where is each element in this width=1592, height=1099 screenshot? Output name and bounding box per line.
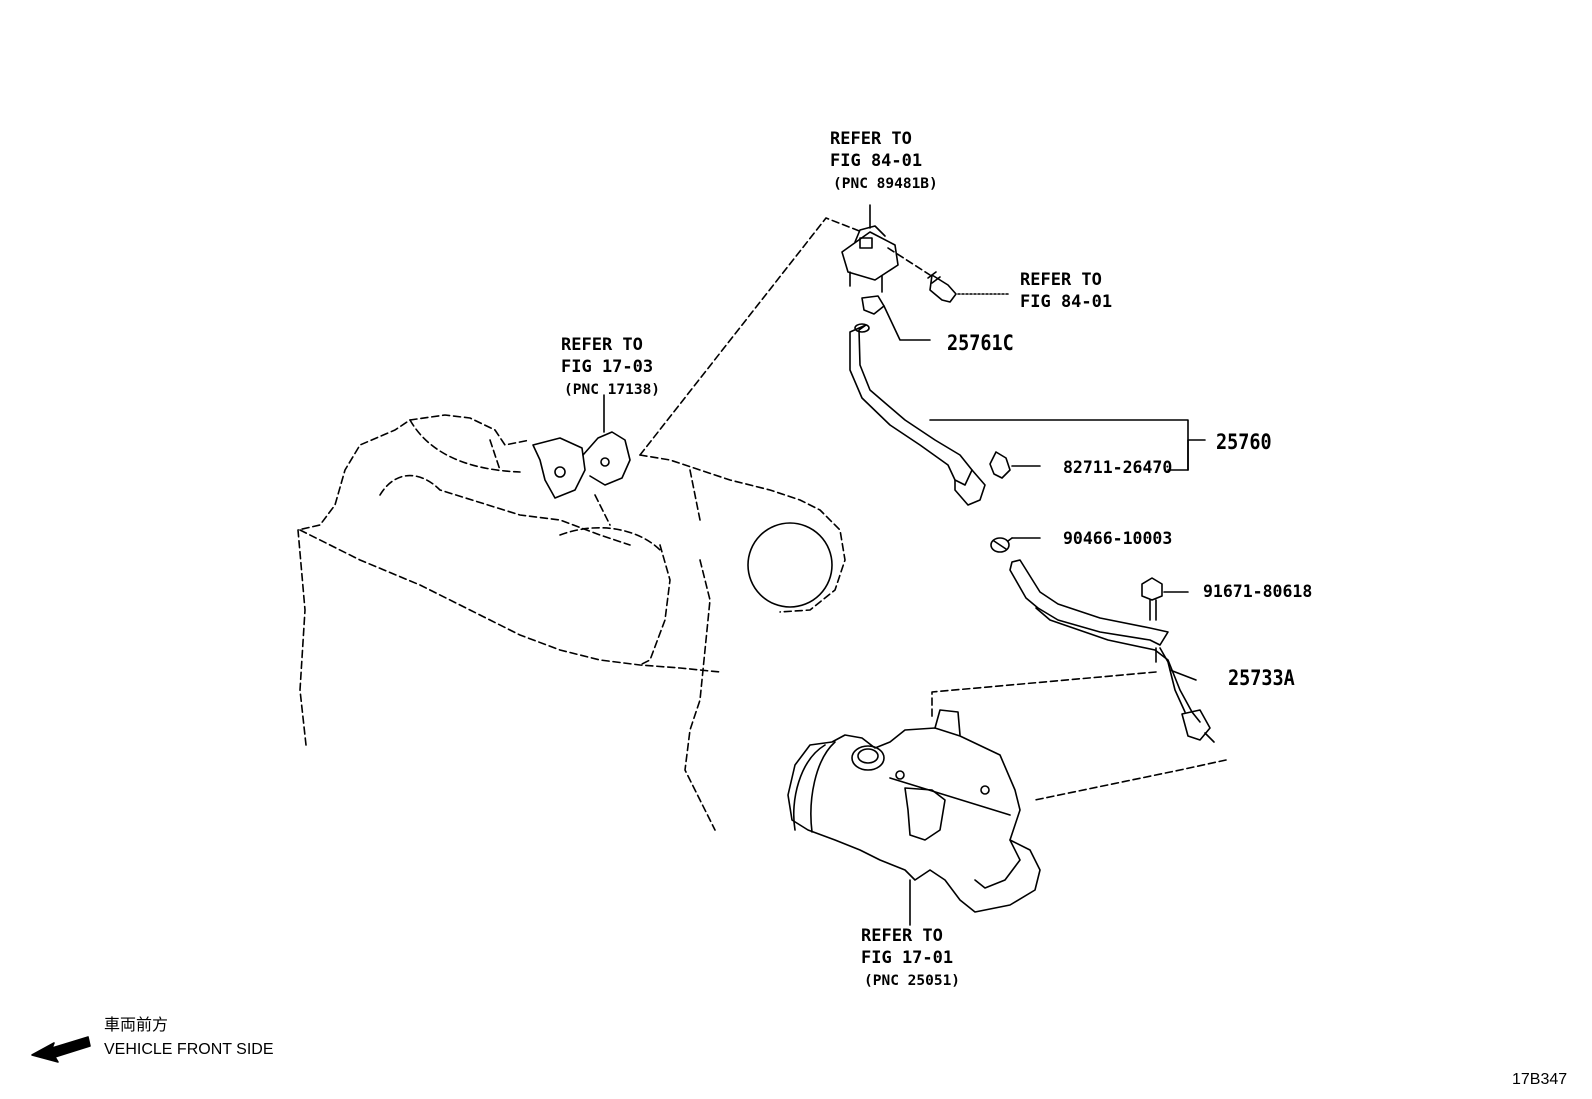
bracket-sensor-link [639,217,863,456]
converter-ref-line3: (PNC 25051) [864,973,961,989]
bracket-ref-line3: (PNC 17138) [564,382,661,398]
pipe-bolt-shape [1141,577,1189,621]
bracket-ref-line2: FIG 17-03 [561,357,654,377]
sensor-ref-line1: REFER TO [830,129,912,149]
bolt-shape [927,271,1009,303]
pressure-sensor-shape [841,204,899,293]
vehicle-front-english-label: VEHICLE FRONT SIDE [104,1041,274,1058]
pipe-clamp-shape [990,537,1041,553]
part-number-hose-end: 25761C [947,331,1014,355]
engine-pulley [747,522,833,608]
part-number-pipe-clamp: 90466-10003 [1063,529,1173,548]
bolt-ref-line1: REFER TO [1020,270,1102,290]
bracket-ref-line1: REFER TO [561,335,643,355]
pipe-shape [1009,559,1215,743]
part-number-hose-assembly: 25760 [1216,430,1272,454]
front-arrow-icon [31,1036,91,1063]
part-number-pipe: 25733A [1228,666,1295,690]
vehicle-front-japanese-label: 車両前方 [104,1017,169,1034]
bolt-ref-line2: FIG 84-01 [1020,292,1113,312]
converter-ref-line1: REFER TO [861,926,943,946]
catalytic-converter-shape [787,709,1041,926]
engine-outline [297,414,846,831]
converter-ref-line2: FIG 17-01 [861,948,954,968]
sensor-ref-line3: (PNC 89481B) [833,176,938,192]
part-number-pipe-bolt: 91671-80618 [1203,582,1313,601]
hose-end-cap [861,295,931,341]
figure-code: 17B347 [1512,1071,1568,1088]
bracket-shape [532,394,631,499]
hose-shape [849,323,1206,506]
pipe-converter-links [931,671,1227,801]
sensor-bolt-link [887,247,931,276]
part-number-hose-clip: 82711-26470 [1063,458,1173,477]
hose-clip-shape [989,451,1041,479]
sensor-ref-line2: FIG 84-01 [830,151,923,171]
